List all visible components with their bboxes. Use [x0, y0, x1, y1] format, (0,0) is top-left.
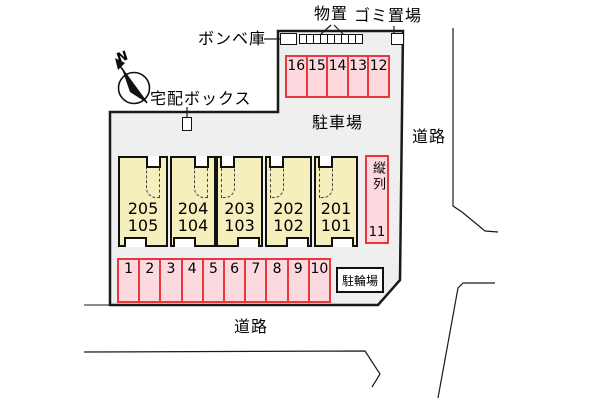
building-unit: 202 102	[265, 156, 312, 247]
unit-lower-number: 105	[127, 216, 159, 235]
delivery-box	[182, 117, 192, 131]
unit-entry-dashed-path	[146, 168, 160, 198]
bicycle-parking-box: 駐輪場	[336, 267, 384, 293]
parking-space: 16	[287, 58, 306, 74]
gas-cylinder-box	[280, 33, 297, 45]
north-compass-icon	[115, 58, 151, 105]
parking-space: 4	[180, 260, 202, 301]
unit-entrance-notch	[269, 156, 284, 168]
building-unit: 203 103	[216, 156, 263, 247]
garbage-box	[391, 33, 404, 45]
storage-pointer-line	[320, 24, 332, 35]
unit-upper-number: 203	[224, 199, 255, 218]
storage-locker-cell	[306, 35, 313, 43]
parking-space: 2	[138, 260, 159, 301]
storage-locker-cell	[313, 35, 320, 43]
parking-space: 3	[159, 260, 180, 301]
garbage-area-label: ゴミ置場	[354, 6, 423, 25]
storage-locker-cell	[334, 35, 341, 43]
gas-cylinder-label: ボンベ庫	[198, 29, 267, 48]
road-right-lower-edge	[437, 282, 495, 399]
unit-entrance-notch	[220, 156, 235, 168]
unit-upper-number: 204	[177, 199, 209, 218]
unit-room-numbers: 203 103	[218, 200, 261, 234]
building-unit: 205 105	[118, 156, 168, 247]
upper-parking-row: 16 15 14 13 12	[285, 55, 390, 98]
parking-space: 12	[367, 57, 388, 96]
unit-entrance-notch	[146, 156, 161, 168]
storage-pointer-line	[333, 24, 344, 35]
unit-room-numbers: 202 102	[267, 200, 310, 234]
parking-lot-label: 駐車場	[312, 113, 364, 132]
unit-rear-notch	[173, 237, 196, 247]
storage-locker-cell	[355, 35, 362, 43]
unit-room-numbers: 204 104	[172, 200, 214, 234]
building-unit: 201 101	[314, 156, 358, 247]
unit-lower-number: 104	[177, 216, 209, 235]
storage-locker-cell	[348, 35, 355, 43]
tandem-label: 縦列	[370, 161, 385, 193]
storage-locker-cell	[320, 35, 327, 43]
storage-locker-row	[299, 34, 363, 44]
unit-entrance-notch	[318, 156, 333, 168]
parking-space: 7	[244, 260, 265, 301]
parking-space: 8	[265, 260, 286, 301]
unit-upper-number: 205	[127, 199, 159, 218]
unit-upper-number: 201	[320, 199, 352, 218]
unit-rear-notch	[237, 237, 260, 247]
unit-room-numbers: 201 101	[316, 200, 356, 234]
unit-entry-dashed-path	[194, 168, 208, 198]
unit-entry-dashed-path	[319, 168, 333, 198]
storage-locker-cell	[341, 35, 348, 43]
unit-lower-number: 102	[273, 216, 304, 235]
unit-entry-dashed-path	[221, 168, 235, 198]
unit-entrance-notch	[194, 156, 209, 168]
road-bottom-label: 道路	[234, 317, 269, 336]
parking-space: 14	[326, 57, 347, 96]
tandem-number: 11	[368, 225, 386, 240]
unit-room-numbers: 205 105	[120, 200, 166, 234]
road-bottom-edge	[83, 350, 381, 388]
unit-entry-dashed-path	[270, 168, 284, 198]
bicycle-parking-label: 駐輪場	[341, 273, 378, 288]
parking-space: 15	[305, 57, 327, 96]
unit-rear-notch	[124, 237, 147, 247]
parking-space: 13	[346, 57, 368, 96]
parking-space: 6	[223, 260, 244, 301]
unit-lower-number: 103	[224, 216, 255, 235]
parking-space: 9	[286, 260, 308, 301]
storage-locker-cell	[327, 35, 334, 43]
lower-parking-row: 1 2 3 4 5 6 7 8 9 10	[117, 258, 331, 303]
parking-space: 1	[124, 261, 134, 277]
parking-space: 10	[307, 260, 329, 301]
unit-rear-notch	[331, 237, 354, 247]
unit-rear-notch	[286, 237, 309, 247]
unit-upper-number: 202	[273, 199, 304, 218]
road-right-upper-edge	[452, 28, 499, 233]
building-unit: 204 104	[170, 156, 216, 247]
road-right-label: 道路	[412, 127, 447, 146]
parking-space: 5	[201, 260, 223, 301]
tandem-parking-space: 縦列 11	[365, 155, 389, 244]
unit-lower-number: 101	[320, 216, 352, 235]
storage-shed-label: 物置	[314, 4, 349, 23]
delivery-box-label: 宅配ボックス	[150, 89, 252, 108]
